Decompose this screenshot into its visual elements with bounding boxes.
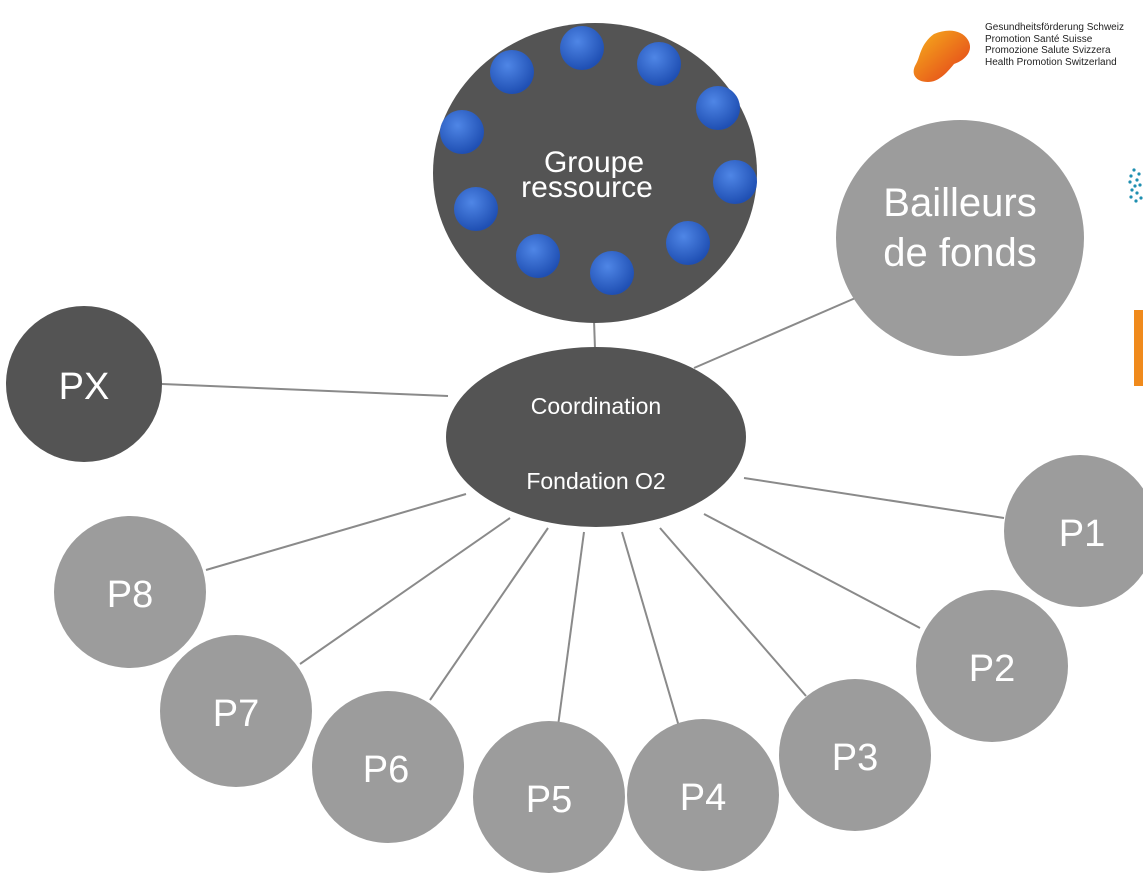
connector-p4	[621, 531, 681, 731]
partner-p2: P2	[916, 590, 1068, 742]
connector-p5	[557, 531, 585, 727]
connector-p2	[703, 513, 921, 629]
resource-group-label-line2: ressource	[521, 171, 653, 204]
member-dot	[590, 251, 634, 295]
partner-p8: P8	[54, 516, 206, 668]
logo-line-en: Health Promotion Switzerland	[985, 56, 1117, 68]
connector-funders	[693, 295, 861, 369]
logo-line-it: Promozione Salute Svizzera	[985, 45, 1111, 56]
health-promotion-logo-icon	[913, 30, 971, 82]
partner-p6-label: P6	[363, 749, 409, 791]
connector-p8	[205, 493, 467, 571]
logo-line-fr: Promotion Santé Suisse	[985, 33, 1093, 45]
member-dot	[454, 187, 498, 231]
connector-p7	[299, 517, 511, 665]
funders-node	[836, 120, 1084, 356]
partner-p8-label: P8	[107, 574, 153, 616]
connector-p6	[429, 527, 549, 701]
partner-p4: P4	[627, 719, 779, 871]
member-dot	[560, 26, 604, 70]
member-dot	[696, 86, 740, 130]
partner-p5: P5	[473, 721, 625, 873]
partner-px-label: PX	[59, 366, 110, 408]
health-promotion-logo-text: Gesundheitsförderung Schweiz Promotion S…	[985, 22, 1124, 68]
member-dot	[666, 221, 710, 265]
connectors	[161, 295, 1005, 731]
logo-line-de: Gesundheitsförderung Schweiz	[985, 22, 1124, 33]
member-dot	[713, 160, 757, 204]
partner-p3-label: P3	[832, 737, 878, 779]
member-dot	[516, 234, 560, 278]
funders-label-line2: de fonds	[883, 231, 1036, 275]
resource-group-members	[440, 26, 757, 295]
partner-p1: P1	[1004, 455, 1143, 607]
connector-p3	[659, 527, 807, 697]
member-dot	[440, 110, 484, 154]
partner-p5-label: P5	[526, 779, 572, 821]
partner-p1-label: P1	[1059, 513, 1105, 555]
coordination-node	[446, 347, 746, 527]
coordination-label-line1: Coordination	[531, 393, 661, 419]
partner-p7-label: P7	[213, 693, 259, 735]
coordination-label-line2: Fondation O2	[526, 468, 665, 494]
resource-group-label-line1: Groupe	[544, 146, 644, 179]
connector-p1	[743, 477, 1005, 519]
partner-p6: P6	[312, 691, 464, 843]
partner-px: PX	[6, 306, 162, 462]
member-dot	[490, 50, 534, 94]
partner-p7: P7	[160, 635, 312, 787]
partner-p4-label: P4	[680, 777, 726, 819]
partner-p3: P3	[779, 679, 931, 831]
dotted-logo-icon	[1128, 168, 1143, 203]
funders-label-line1: Bailleurs	[883, 181, 1036, 225]
connector-px	[161, 383, 449, 397]
orange-bar-logo-icon	[1134, 310, 1143, 386]
member-dot	[637, 42, 681, 86]
partner-p2-label: P2	[969, 648, 1015, 690]
